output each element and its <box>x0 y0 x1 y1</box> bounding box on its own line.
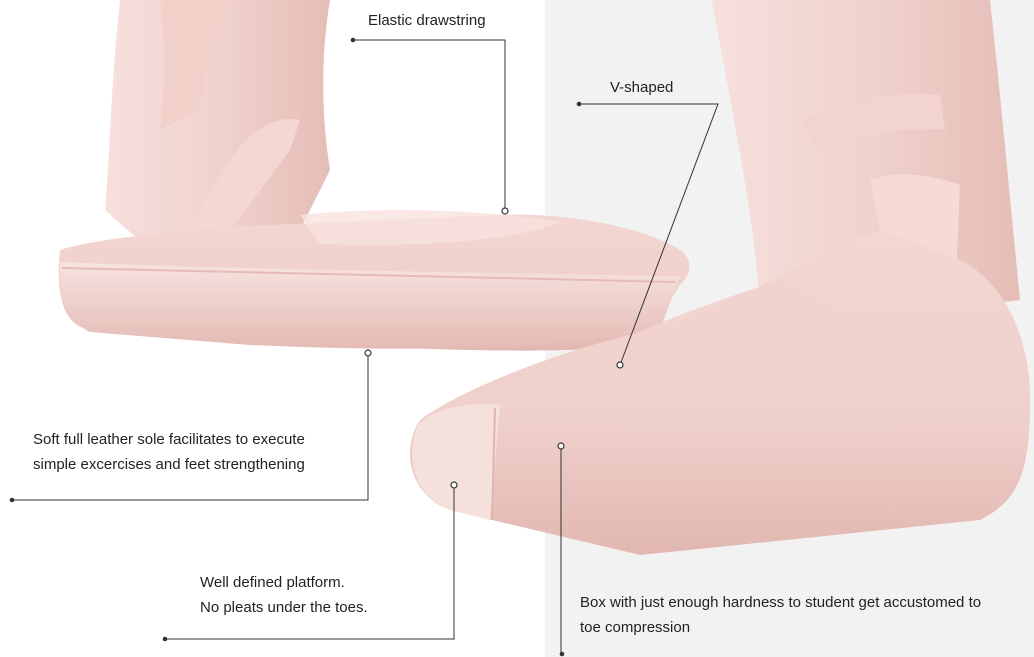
annotation-line: Elastic drawstring <box>368 8 486 33</box>
annotation-line: simple excercises and feet strengthening <box>33 452 305 477</box>
annotation-line: Well defined platform. <box>200 570 368 595</box>
annotation-line: V-shaped <box>610 75 673 100</box>
annotation-box-hardness: Box with just enough hardness to student… <box>580 590 981 640</box>
annotation-line: Box with just enough hardness to student… <box>580 590 981 615</box>
annotation-line: Soft full leather sole facilitates to ex… <box>33 427 305 452</box>
right-box-tip <box>412 404 500 520</box>
annotation-platform: Well defined platform. No pleats under t… <box>200 570 368 620</box>
annotation-v-shaped: V-shaped <box>610 75 673 100</box>
annotation-line: No pleats under the toes. <box>200 595 368 620</box>
annotation-leather-sole: Soft full leather sole facilitates to ex… <box>33 427 305 477</box>
annotation-elastic-drawstring: Elastic drawstring <box>368 8 486 33</box>
annotation-line: toe compression <box>580 615 981 640</box>
left-pointe-shoe <box>59 0 690 351</box>
leader-elastic <box>353 40 505 211</box>
